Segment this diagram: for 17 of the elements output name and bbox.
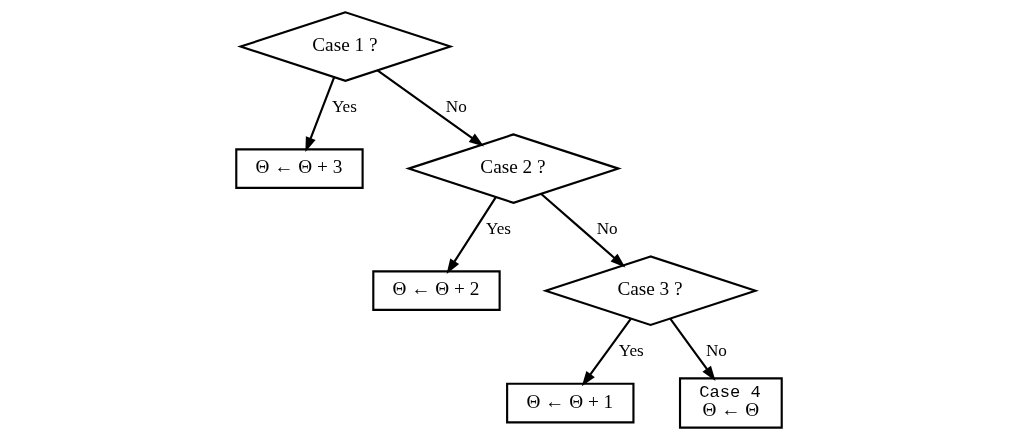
arrow (446, 196, 497, 274)
edge-label: Yes (331, 96, 357, 116)
node-box: Θ ← Θ + 2 (372, 270, 501, 311)
edge-label: Yes (486, 218, 512, 238)
arrow (581, 318, 632, 387)
edge-label: No (705, 340, 727, 360)
edge-label: No (596, 218, 618, 238)
node-box: Θ ← Θ + 1 (506, 382, 635, 424)
arrow (669, 318, 716, 381)
edge-label: Yes (618, 340, 644, 360)
node-diamond: Case 1 ? (237, 11, 454, 82)
arrow (540, 193, 626, 268)
arrow (305, 76, 336, 153)
edge-label: No (445, 96, 467, 116)
node-box: Case 4 Θ ← Θ (678, 377, 783, 429)
node-box: Θ ← Θ + 3 (235, 148, 364, 189)
arrow (376, 69, 484, 147)
